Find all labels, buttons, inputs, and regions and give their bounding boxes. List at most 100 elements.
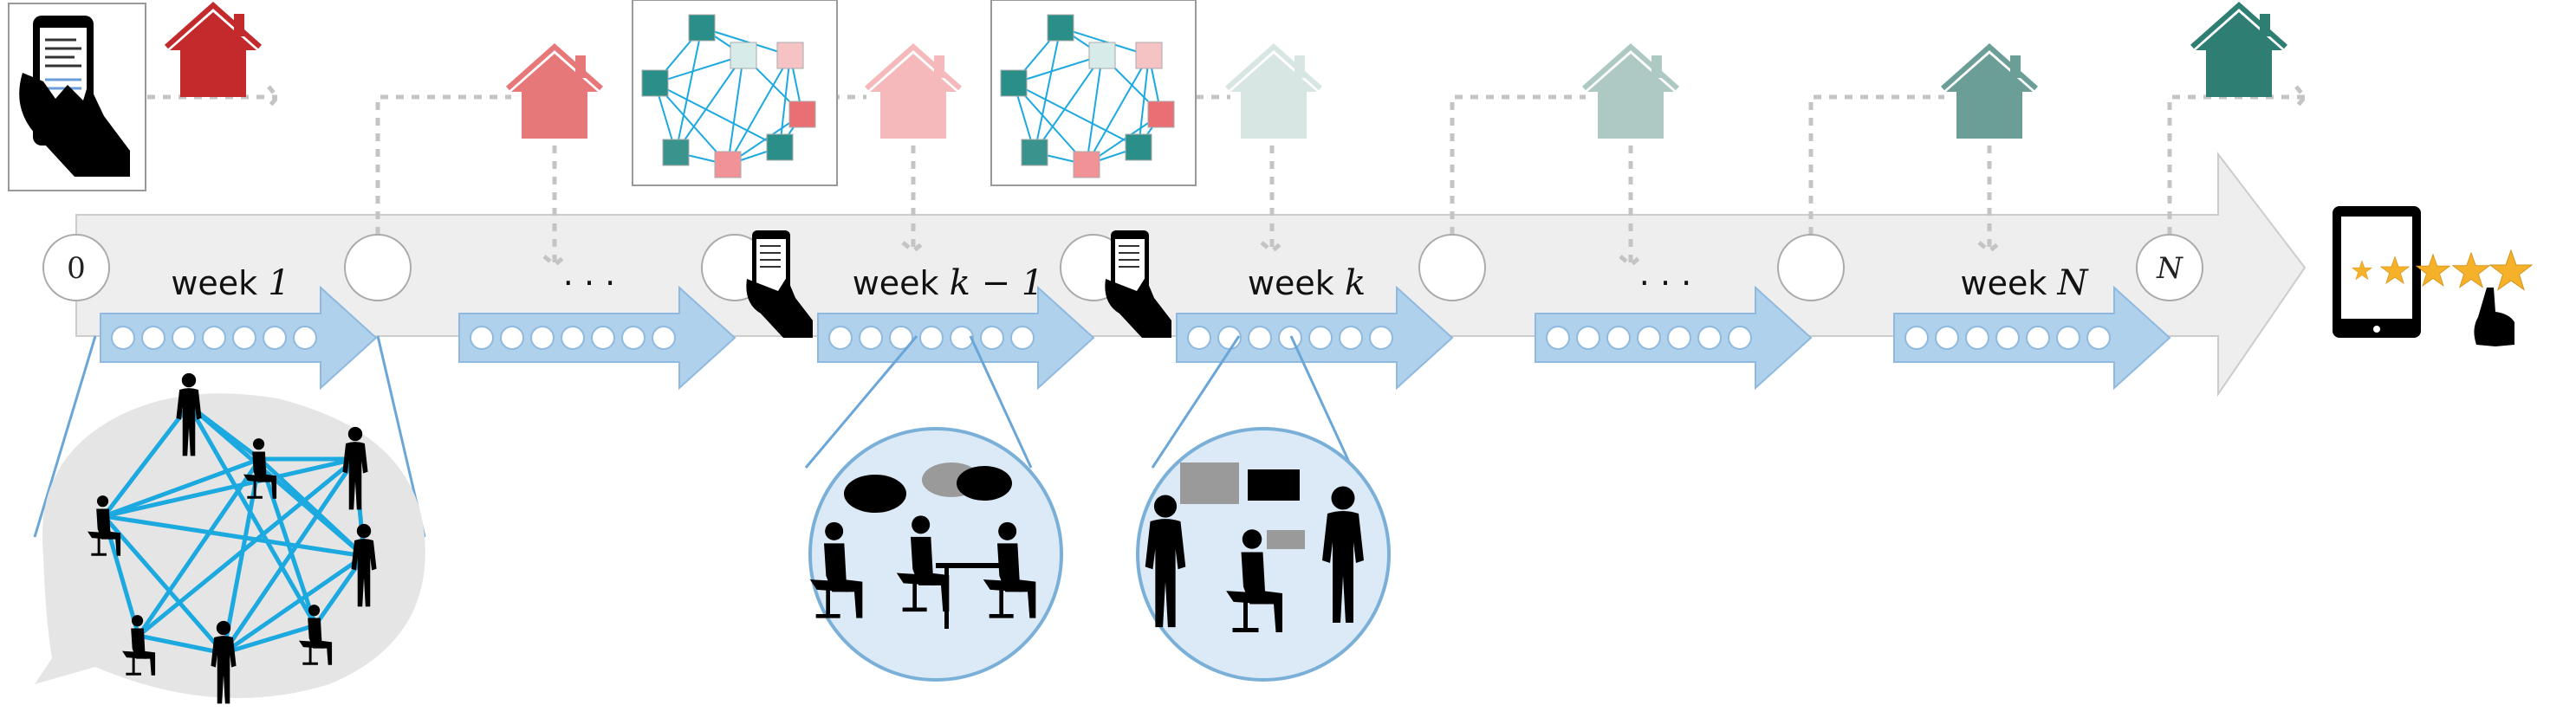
week-label: week 1 <box>171 263 289 303</box>
week-arrow <box>458 285 736 391</box>
meeting-circle-right <box>1136 335 1391 682</box>
day-dot <box>561 326 585 350</box>
day-dot <box>1935 326 1959 350</box>
day-dot <box>1187 326 1211 350</box>
timeline-node: 0 <box>42 234 110 301</box>
day-dot <box>293 326 317 350</box>
week-arrow <box>100 285 378 391</box>
house-icon <box>506 42 603 139</box>
timeline-node <box>1777 234 1845 301</box>
social-edge <box>222 553 366 656</box>
dashed-arrowhead <box>901 241 925 255</box>
social-edge <box>186 404 318 627</box>
day-dot <box>1369 326 1393 350</box>
week-arrow <box>1535 285 1813 391</box>
week-arrows <box>100 285 2171 391</box>
week-arrow <box>1893 285 2171 391</box>
timeline-node: N <box>2136 234 2203 301</box>
dashed-arrowhead <box>267 85 281 109</box>
week-label: week k <box>1248 263 1366 303</box>
star-icon <box>2416 254 2450 287</box>
tablet-icon <box>2333 206 2421 338</box>
house-icon <box>1582 42 1679 139</box>
dashed-arrowhead <box>542 255 567 268</box>
week-label: · · · <box>563 264 615 302</box>
start-node-label: 0 <box>67 251 86 286</box>
day-dot <box>859 326 883 350</box>
social-network-bubble <box>33 335 426 704</box>
day-dot <box>1248 326 1272 350</box>
day-dot <box>500 326 524 350</box>
day-dot <box>950 326 974 350</box>
network-graph-icon <box>632 0 838 186</box>
day-dot <box>1278 326 1302 350</box>
social-edge <box>137 457 357 637</box>
pointing-hand-icon <box>2474 288 2514 346</box>
day-dot <box>1728 326 1752 350</box>
day-dot <box>1576 326 1600 350</box>
day-dot <box>828 326 853 350</box>
day-dot <box>1965 326 1989 350</box>
week-arrow <box>817 285 1095 391</box>
day-dot <box>591 326 615 350</box>
day-dot <box>172 326 196 350</box>
day-dot <box>470 326 494 350</box>
social-edge <box>102 404 191 518</box>
week-labels: week 1 · · · week k − 1 week k · · · week N <box>171 263 2089 303</box>
day-dot <box>1308 326 1333 350</box>
day-dot <box>1904 326 1929 350</box>
network-graphs <box>632 0 1197 186</box>
end-node-label: N <box>2156 251 2183 286</box>
social-edge <box>103 456 261 519</box>
dashed-arrowhead <box>2294 85 2308 109</box>
timeline-node <box>1418 234 1486 301</box>
day-dot <box>1667 326 1691 350</box>
day-dot <box>889 326 913 350</box>
social-edge <box>221 457 358 655</box>
day-dot <box>232 326 256 350</box>
day-dot <box>530 326 555 350</box>
social-edge <box>102 514 225 655</box>
meeting-circle-left <box>804 335 1063 682</box>
day-dot <box>1637 326 1661 350</box>
star-icon <box>2452 252 2490 288</box>
day-dot <box>980 326 1004 350</box>
day-dot <box>111 326 135 350</box>
day-dot <box>1606 326 1631 350</box>
smartphone-icon <box>8 3 146 191</box>
house-icon <box>865 42 962 139</box>
dashed-arrowhead <box>1977 241 2002 255</box>
network-graph-icon <box>990 0 1197 186</box>
day-dot <box>1339 326 1363 350</box>
day-dot <box>2026 326 2050 350</box>
dashed-arrowhead <box>1619 255 1643 268</box>
house-icon <box>165 1 262 97</box>
day-dot <box>621 326 646 350</box>
smartphone-icon <box>746 230 813 338</box>
social-edge <box>136 457 263 637</box>
week-label: week N <box>1961 263 2090 303</box>
social-edge <box>103 514 365 559</box>
day-dot <box>919 326 944 350</box>
week-arrow <box>1176 285 1454 391</box>
star-icon <box>2489 249 2533 290</box>
day-dot <box>1546 326 1570 350</box>
social-edge <box>138 633 224 656</box>
day-dot <box>1010 326 1035 350</box>
house-icon <box>1225 42 1322 139</box>
day-dot <box>141 326 165 350</box>
house-icon <box>1941 42 2038 139</box>
houses <box>165 1 2287 139</box>
week-label: · · · <box>1639 264 1691 302</box>
day-dot <box>1697 326 1722 350</box>
timeline-node <box>344 234 412 301</box>
week-label: week k − 1 <box>853 263 1044 303</box>
smartphone-icon <box>1105 230 1171 338</box>
day-dot <box>652 326 676 350</box>
small-phones <box>746 230 1171 338</box>
day-dot <box>1995 326 2020 350</box>
day-dot <box>202 326 226 350</box>
house-icon <box>2190 1 2287 97</box>
day-dot <box>263 326 287 350</box>
